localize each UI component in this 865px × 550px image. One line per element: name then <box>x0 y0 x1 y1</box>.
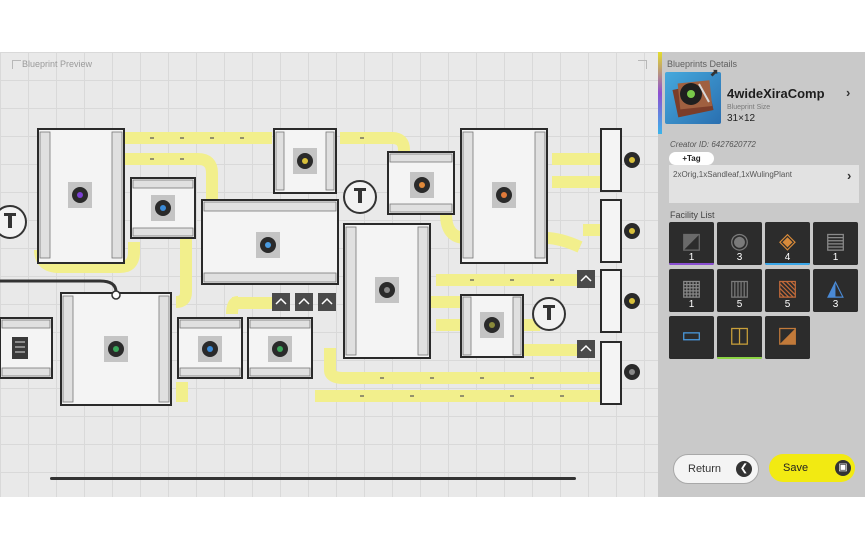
bridge-icon[interactable]: ◪ <box>765 316 810 359</box>
save-icon: ▣ <box>835 460 851 476</box>
facility-glyph: ◉ <box>729 228 750 253</box>
creator-id: Creator ID: 6427620772 <box>670 140 756 149</box>
drill-icon[interactable]: ◩1 <box>669 222 714 265</box>
blueprint-notes[interactable]: 2xOrig,1xSandleaf,1xWulingPlant › <box>669 165 859 203</box>
preview-title: Blueprint Preview <box>22 59 93 69</box>
rarity-accent-bar <box>658 52 662 134</box>
conveyor-icon[interactable]: ▭ <box>669 316 714 359</box>
rarity-bar <box>813 263 858 265</box>
facility-glyph: ▥ <box>729 275 750 300</box>
splitter-icon[interactable]: ◫ <box>717 316 762 359</box>
blueprint-preview-canvas[interactable]: Blueprint Preview <box>0 52 658 497</box>
rarity-bar <box>717 357 762 359</box>
pipe-line <box>0 279 118 293</box>
chevron-right-icon[interactable]: › <box>846 85 851 100</box>
tank-icon[interactable]: ▤1 <box>813 222 858 265</box>
belt-arrows <box>150 137 564 397</box>
mover-icon[interactable]: ▦1 <box>669 269 714 312</box>
splitter-hubs <box>0 180 566 331</box>
refinery-icon[interactable]: ◉3 <box>717 222 762 265</box>
rarity-bar <box>669 310 714 312</box>
facility-glyph: ◪ <box>777 322 798 347</box>
facility-list-title: Facility List <box>670 210 715 220</box>
facility-count: 5 <box>784 299 791 310</box>
facility-count: 5 <box>736 299 743 310</box>
return-label: Return <box>688 463 722 475</box>
blueprint-details-panel: Blueprints Details ⬈ 4wideXiraComp › Blu… <box>658 52 865 497</box>
blueprint-thumbnail <box>665 72 721 124</box>
machine-ports <box>1 131 546 403</box>
rarity-bar <box>765 263 810 265</box>
size-value: 31×12 <box>727 113 756 124</box>
facility-glyph: ◩ <box>681 228 702 253</box>
notes-text: 2xOrig,1xSandleaf,1xWulingPlant <box>673 170 793 179</box>
shaper-icon[interactable]: ▥5 <box>717 269 762 312</box>
scroll-thumb[interactable] <box>50 477 576 480</box>
add-tag-button[interactable]: +Tag <box>669 152 714 165</box>
blueprint-screen: Blueprint Preview <box>0 52 865 497</box>
facility-count: 3 <box>832 299 839 310</box>
corner-mark <box>638 60 647 69</box>
facility-glyph: ▧ <box>777 275 798 300</box>
rarity-bar <box>717 263 762 265</box>
rarity-bar <box>765 310 810 312</box>
furnace-icon[interactable]: ▧5 <box>765 269 810 312</box>
facility-glyph: ▤ <box>825 228 846 253</box>
rarity-bar <box>669 357 714 359</box>
belt-bridges <box>272 270 595 358</box>
facility-glyph: ▦ <box>681 275 702 300</box>
facility-count: 4 <box>784 252 791 263</box>
facility-count: 1 <box>688 299 695 310</box>
facility-glyph: ◭ <box>827 275 844 300</box>
blueprint-name: 4wideXiraComp <box>727 86 825 101</box>
facility-count: 3 <box>736 252 743 263</box>
facility-count: 1 <box>832 252 839 263</box>
export-icon[interactable]: ⬈ <box>710 68 719 79</box>
rarity-bar <box>765 357 810 359</box>
facility-glyph: ◫ <box>729 322 750 347</box>
save-button[interactable]: Save ▣ <box>769 454 855 482</box>
save-label: Save <box>783 462 809 474</box>
factory-layout <box>0 128 640 406</box>
planter-icon[interactable]: ◭3 <box>813 269 858 312</box>
rarity-bar <box>669 263 714 265</box>
chevron-right-icon[interactable]: › <box>847 168 852 183</box>
size-label: Blueprint Size <box>727 104 771 111</box>
return-button[interactable]: Return ❮ <box>673 454 759 484</box>
rarity-bar <box>717 310 762 312</box>
corner-mark <box>12 60 21 69</box>
back-arrow-icon: ❮ <box>736 461 752 477</box>
details-title: Blueprints Details <box>667 59 738 69</box>
rarity-bar <box>813 310 858 312</box>
machine-item-icons <box>12 148 640 380</box>
horizontal-scrollbar[interactable] <box>50 477 576 480</box>
facility-count: 1 <box>688 252 695 263</box>
crusher-icon[interactable]: ◈4 <box>765 222 810 265</box>
pipe-valve <box>111 290 121 300</box>
facility-glyph: ◈ <box>779 228 796 253</box>
facility-glyph: ▭ <box>681 322 702 347</box>
